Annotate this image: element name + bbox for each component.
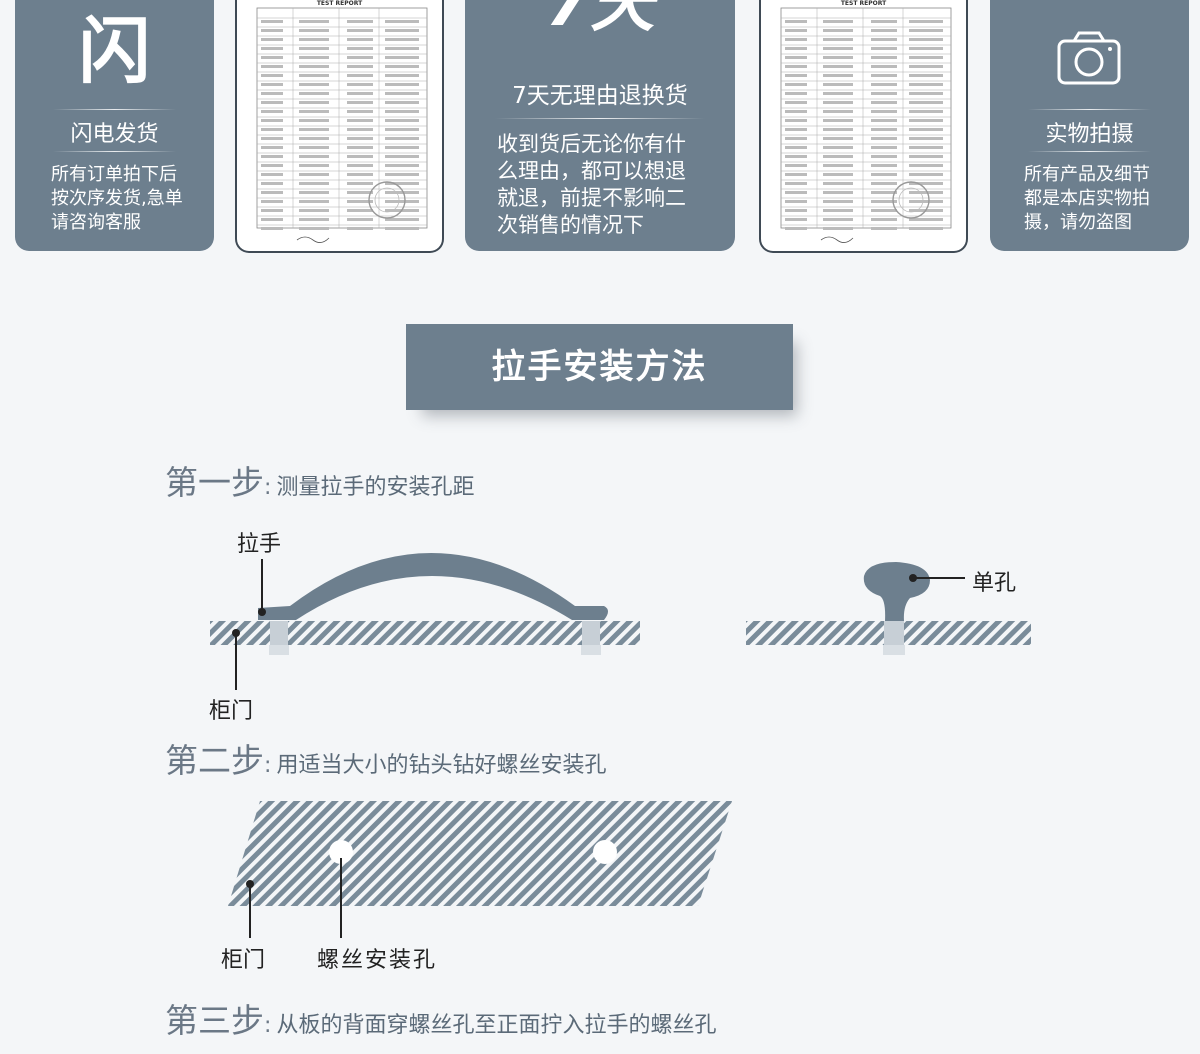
step-text: 用适当大小的钻头钻好螺丝安装孔 <box>276 753 607 778</box>
handle-diagram <box>210 553 640 690</box>
divider <box>53 151 176 152</box>
knob-shape <box>863 562 930 621</box>
step-label: 第一步 <box>165 463 264 502</box>
screw-hole <box>593 840 617 864</box>
step-label: 第三步 <box>165 1001 264 1040</box>
divider <box>1028 109 1151 110</box>
return-title: 7天无理由退换货 <box>512 83 688 109</box>
camera-icon <box>1057 31 1121 85</box>
step-label: 第二步 <box>165 741 264 780</box>
return-card: 7天 7天无理由退换货 收到货后无论你有什 么理由，都可以想退 就退，前提不影响… <box>465 0 735 251</box>
flash-delivery-card: 闪 闪电发货 所有订单拍下后 按次序发货,急单 请咨询客服 <box>15 0 214 251</box>
screw-head <box>883 645 905 655</box>
handle-label: 拉手 <box>237 532 282 557</box>
test-report-image: TEST REPORT <box>235 0 444 253</box>
knob-diagram <box>746 562 1031 655</box>
divider <box>1028 151 1151 152</box>
photo-title: 实物拍摄 <box>1045 122 1134 147</box>
screw <box>582 621 600 645</box>
screw <box>884 621 904 645</box>
test-report-image: TEST REPORT <box>759 0 968 253</box>
screw <box>270 621 288 645</box>
screw-hole-label: 螺丝安装孔 <box>317 948 438 973</box>
step-3: 第三步: 从板的背面穿螺丝孔至正面拧入拉手的螺丝孔 <box>165 1001 717 1040</box>
flash-big-char: 闪 <box>78 9 151 93</box>
report-table <box>256 7 428 243</box>
flash-title: 闪电发货 <box>70 122 159 147</box>
drill-diagram <box>228 801 732 938</box>
return-desc: 收到货后无论你有什 么理由，都可以想退 就退，前提不影响二 次销售的情况下 <box>497 132 686 237</box>
cabinet-door-label: 柜门 <box>221 948 266 973</box>
screw-head <box>581 645 601 655</box>
single-hole-label: 单孔 <box>972 571 1017 596</box>
flash-desc: 所有订单拍下后 按次序发货,急单 请咨询客服 <box>51 164 183 233</box>
divider <box>53 109 176 110</box>
screw-hole <box>329 840 353 864</box>
cabinet-door-label: 柜门 <box>209 699 254 724</box>
step-2: 第二步: 用适当大小的钻头钻好螺丝安装孔 <box>165 741 607 780</box>
step-1: 第一步: 测量拉手的安装孔距 <box>165 463 475 502</box>
return-big: 7天 <box>545 0 655 41</box>
divider <box>495 118 705 119</box>
install-guide-banner: 拉手安装方法 <box>406 324 793 410</box>
screw-head <box>269 645 289 655</box>
step-text: 测量拉手的安装孔距 <box>276 475 475 500</box>
photo-desc: 所有产品及细节 都是本店实物拍 摄，请勿盗图 <box>1024 164 1150 233</box>
report-table <box>780 7 952 243</box>
photo-card: 实物拍摄 所有产品及细节 都是本店实物拍 摄，请勿盗图 <box>990 0 1189 251</box>
step-text: 从板的背面穿螺丝孔至正面拧入拉手的螺丝孔 <box>276 1013 717 1038</box>
cabinet-door-board <box>228 801 732 906</box>
